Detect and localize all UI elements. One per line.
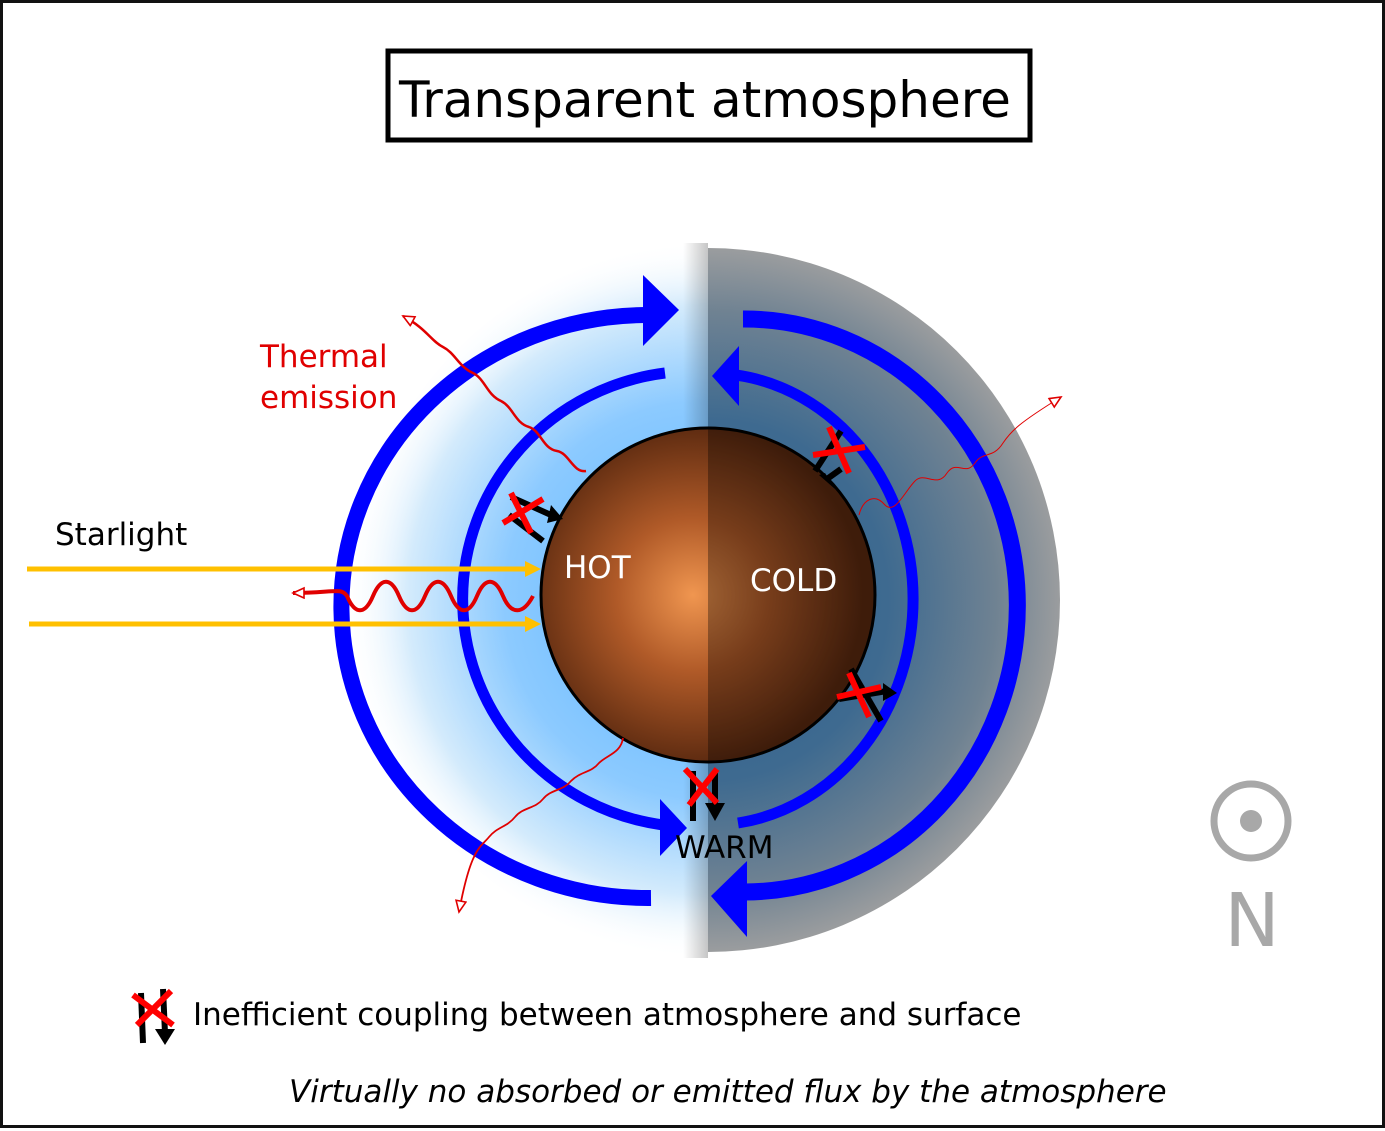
title-box: Transparent atmosphere [385, 48, 1033, 143]
planet-outline [539, 426, 877, 764]
thermal-emission-label-line2: emission [260, 380, 397, 416]
starlight-ray-upper-head [525, 561, 541, 577]
compass: N [1210, 780, 1292, 964]
compass-circle [1210, 780, 1292, 862]
outer-flow-right [742, 310, 1026, 901]
hot-label: HOT [564, 550, 632, 586]
planet-surface [541, 428, 875, 762]
inner-flow-right [735, 369, 919, 829]
thermal-emission-label-line1: Thermal [259, 339, 388, 375]
emission-wave-upper-left [403, 314, 587, 473]
circulation-flow [333, 307, 1026, 907]
title-text: Transparent atmosphere [398, 71, 1011, 129]
coupling-marker-cold-upper [812, 425, 866, 489]
starlight-ray-lower-head [525, 616, 541, 632]
cold-label: COLD [750, 563, 837, 599]
legend-coupling-text: Inefficient coupling between atmosphere … [193, 997, 1021, 1033]
emission-wave-hot-left [293, 579, 535, 613]
outer-flow-left [333, 307, 652, 907]
starlight-label: Starlight [55, 517, 187, 553]
inner-flow-left [457, 367, 666, 831]
legend-coupling-symbol [131, 988, 175, 1045]
emission-wave-lower-left [459, 737, 624, 912]
inner-top-arrowhead [712, 346, 739, 406]
circulation-arrowheads [643, 275, 747, 937]
coupling-marker-hot [501, 491, 563, 544]
caption: Virtually no absorbed or emitted flux by… [289, 1074, 1167, 1110]
compass-label: N [1224, 878, 1279, 964]
compass-dot [1240, 810, 1262, 832]
outer-bottom-arrowhead [711, 861, 747, 937]
thermal-emission [293, 314, 1061, 912]
coupling-marker-warm [682, 766, 725, 821]
outer-top-arrowhead [643, 275, 679, 346]
starlight-rays [27, 561, 541, 632]
inner-bottom-arrowhead [660, 799, 687, 856]
coupling-marker-cold-lower [836, 667, 897, 723]
diagram-svg: Transparent atmosphere HOT COLD WARM Sta… [27, 48, 1292, 1110]
warm-label: WARM [675, 830, 773, 866]
emission-wave-cold-right [858, 397, 1061, 516]
